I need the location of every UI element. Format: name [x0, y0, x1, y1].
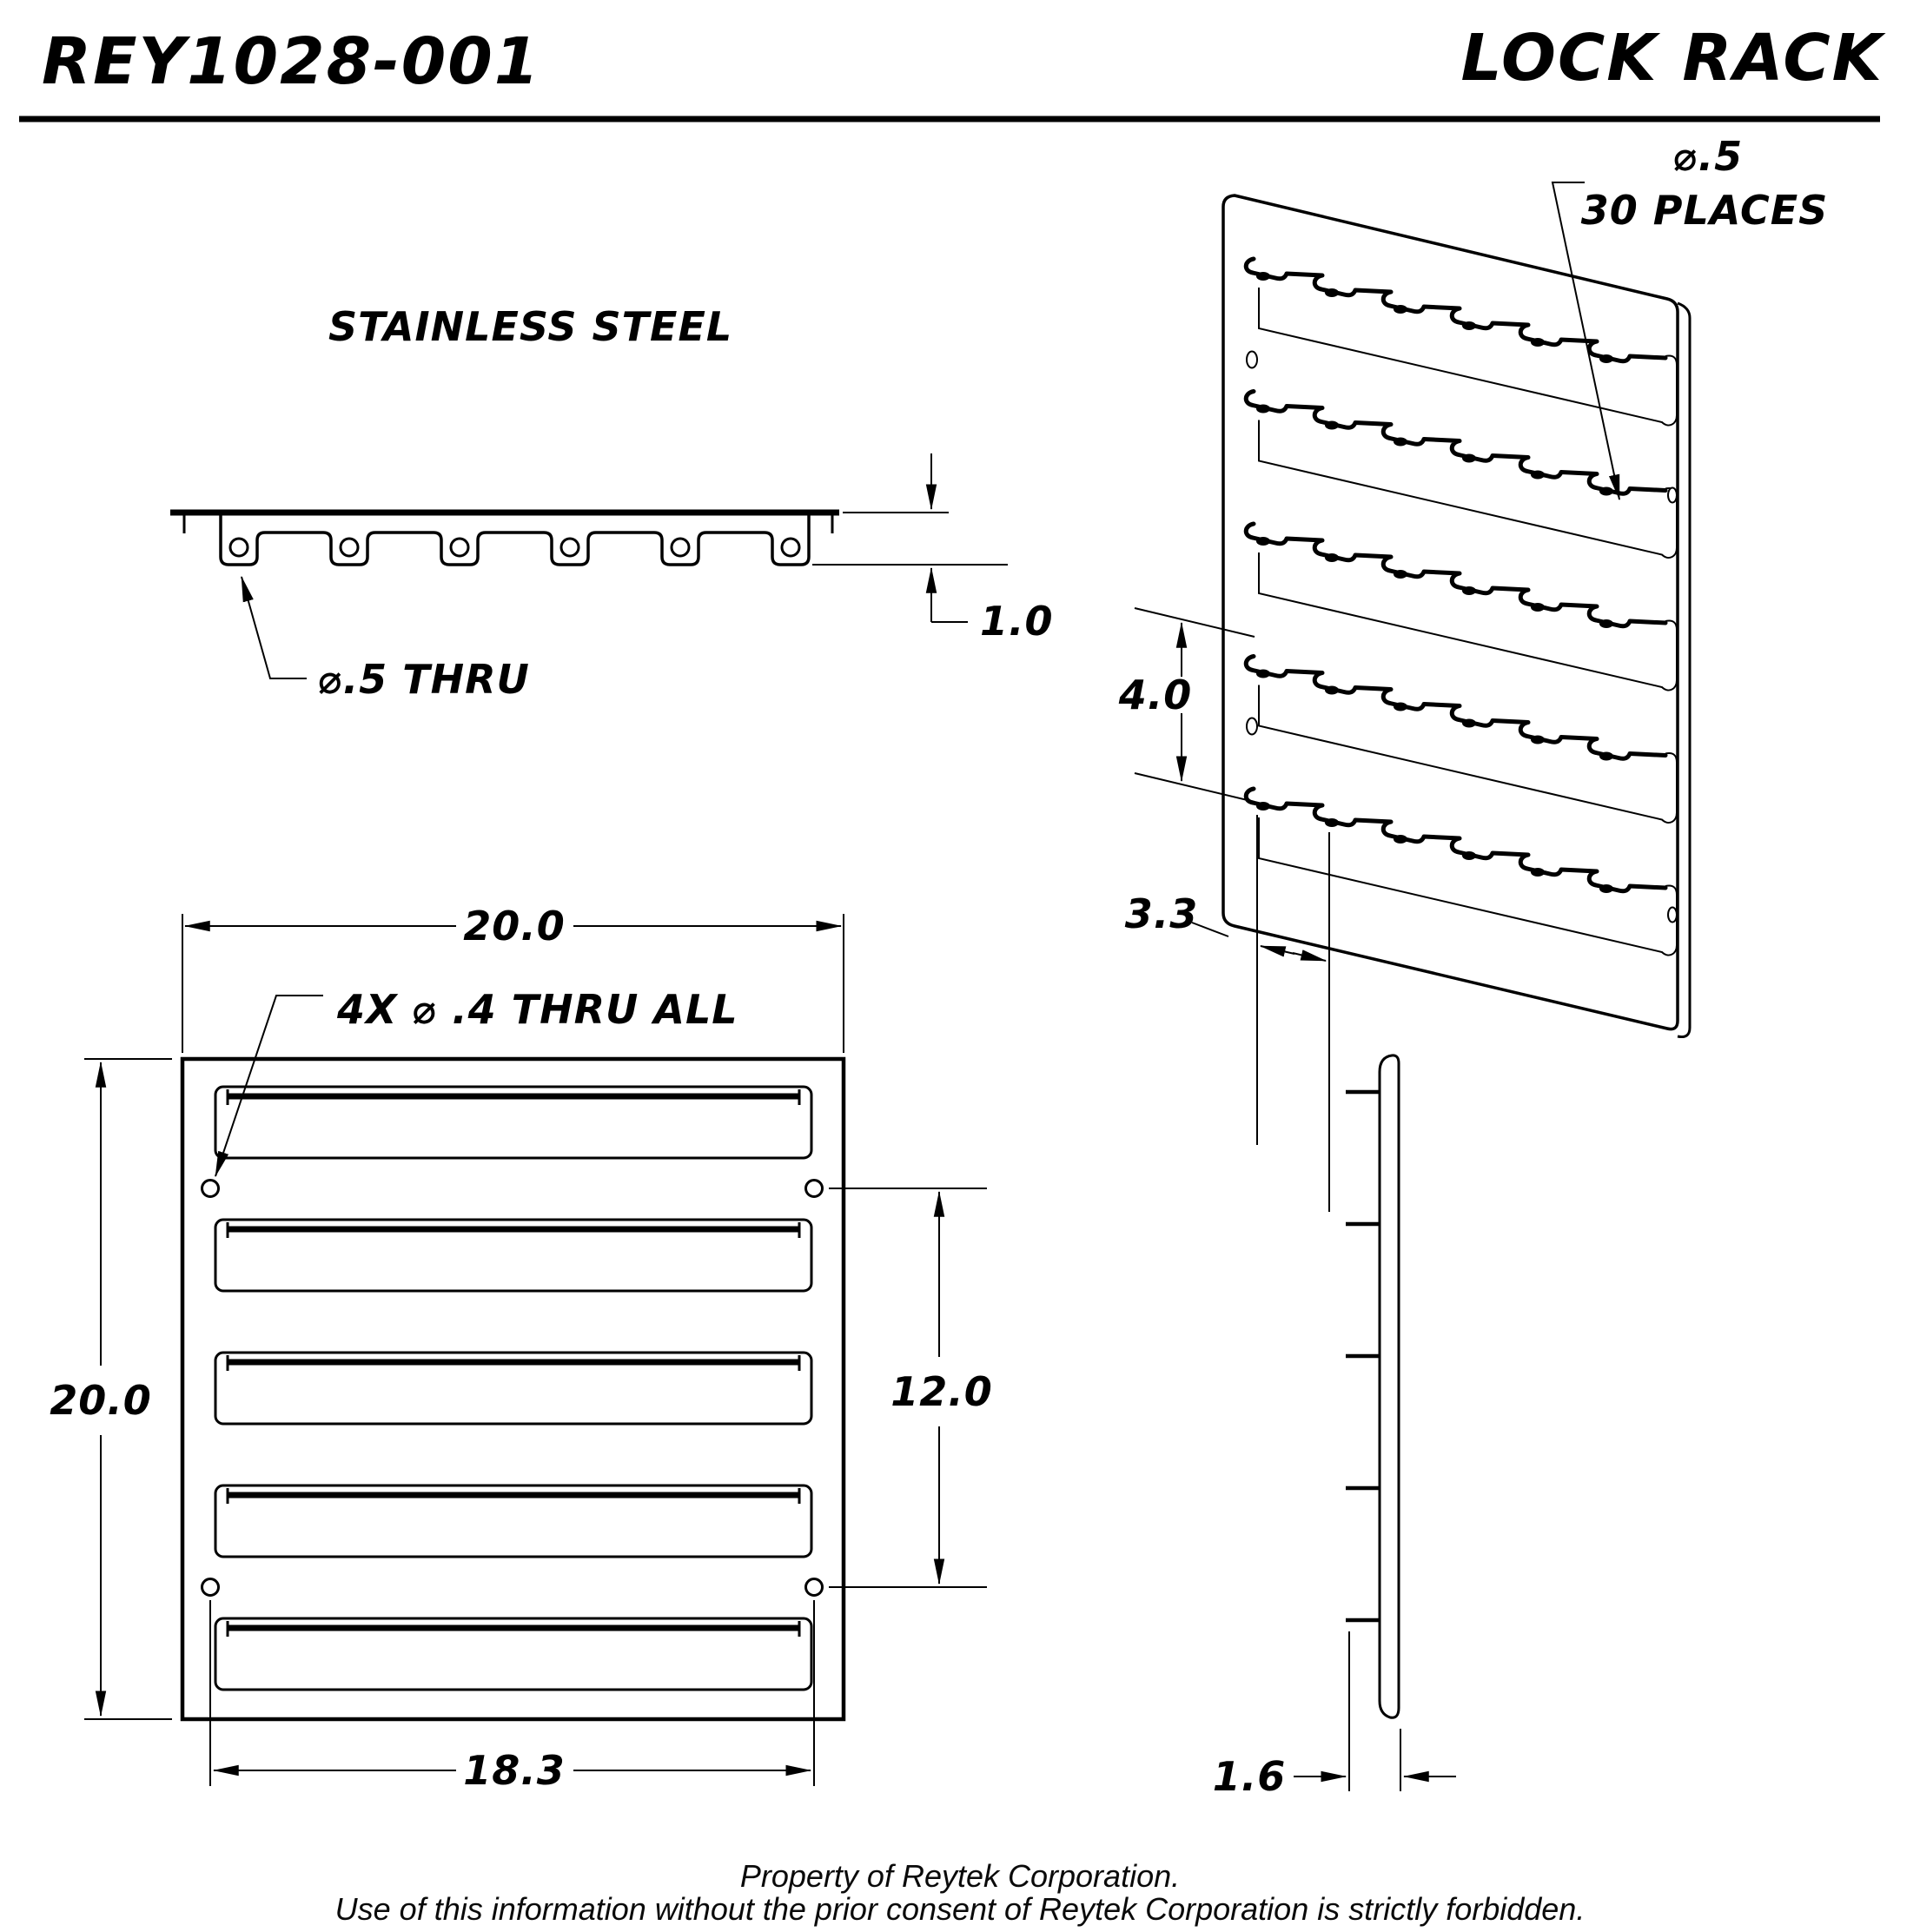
iso-hole-callout: ⌀.5 30 PLACES: [1551, 133, 1829, 501]
iso-hook-spacing-dimension: 3.3: [1125, 815, 1330, 1212]
iso-hole-places: 30 PLACES: [1581, 187, 1829, 234]
front-rail-3: [215, 1353, 811, 1424]
front-view: 4X ⌀ .4 THRU ALL 20.0 20.0 12.0: [50, 903, 993, 1794]
footer-notice: Property of Reytek Corporation. Use of t…: [335, 1858, 1586, 1927]
top-view-hook-holes: [228, 537, 801, 558]
front-hole-callout-leader: 4X ⌀ .4 THRU ALL: [215, 986, 738, 1178]
iso-plate-fold: [1677, 301, 1692, 1038]
iso-plate: [1222, 194, 1679, 1031]
iso-hole-dia: ⌀.5: [1673, 133, 1743, 180]
footer-line-2: Use of this information without the prio…: [335, 1891, 1586, 1927]
drawing-title: LOCK RACK: [1461, 21, 1886, 96]
front-rail-4: [215, 1485, 811, 1557]
part-number: REY1028-001: [42, 24, 540, 99]
top-view: 1.0 ⌀.5 THRU: [170, 453, 1054, 703]
top-view-rail-profile: [219, 513, 811, 566]
footer-line-1: Property of Reytek Corporation.: [740, 1858, 1180, 1894]
front-width-dimension: 20.0: [182, 903, 844, 1053]
iso-hook-spacing-dim: 3.3: [1125, 890, 1199, 937]
front-hole-span-horizontal-dimension: 18.3: [209, 1600, 815, 1794]
front-hole-callout: 4X ⌀ .4 THRU ALL: [336, 986, 738, 1033]
side-view: 1.6: [1213, 1054, 1456, 1800]
front-hole-span-h: 18.3: [463, 1747, 566, 1794]
front-rail-1: [215, 1087, 811, 1158]
front-hole-span-vertical-dimension: 12.0: [829, 1188, 993, 1588]
top-hole-callout: ⌀.5 THRU: [318, 656, 530, 703]
material-note: STAINLESS STEEL: [328, 303, 732, 350]
top-height-dim: 1.0: [980, 598, 1054, 645]
side-thickness-dim: 1.6: [1213, 1753, 1287, 1800]
top-view-hole-callout: ⌀.5 THRU: [241, 575, 530, 703]
front-height-dim: 20.0: [50, 1377, 152, 1424]
front-mounting-holes: [201, 1179, 824, 1597]
side-plate: [1378, 1054, 1400, 1719]
isometric-view: ⌀.5 30 PLACES 4.0 3.3: [1118, 133, 1829, 1212]
front-width-dim: 20.0: [463, 903, 566, 949]
side-hooks: [1346, 1089, 1380, 1623]
iso-row-spacing-dim: 4.0: [1118, 672, 1193, 718]
iso-mounting-holes: [1246, 350, 1678, 923]
side-thickness-dimension: 1.6: [1213, 1631, 1456, 1800]
front-hole-span-v: 12.0: [890, 1368, 993, 1415]
front-rail-2: [215, 1220, 811, 1291]
front-height-dimension: 20.0: [50, 1058, 172, 1720]
iso-row-spacing-dimension: 4.0: [1118, 607, 1255, 803]
title-block: REY1028-001 LOCK RACK: [19, 21, 1886, 122]
front-rail-5: [215, 1618, 811, 1690]
top-view-height-dimension: 1.0: [812, 453, 1054, 645]
